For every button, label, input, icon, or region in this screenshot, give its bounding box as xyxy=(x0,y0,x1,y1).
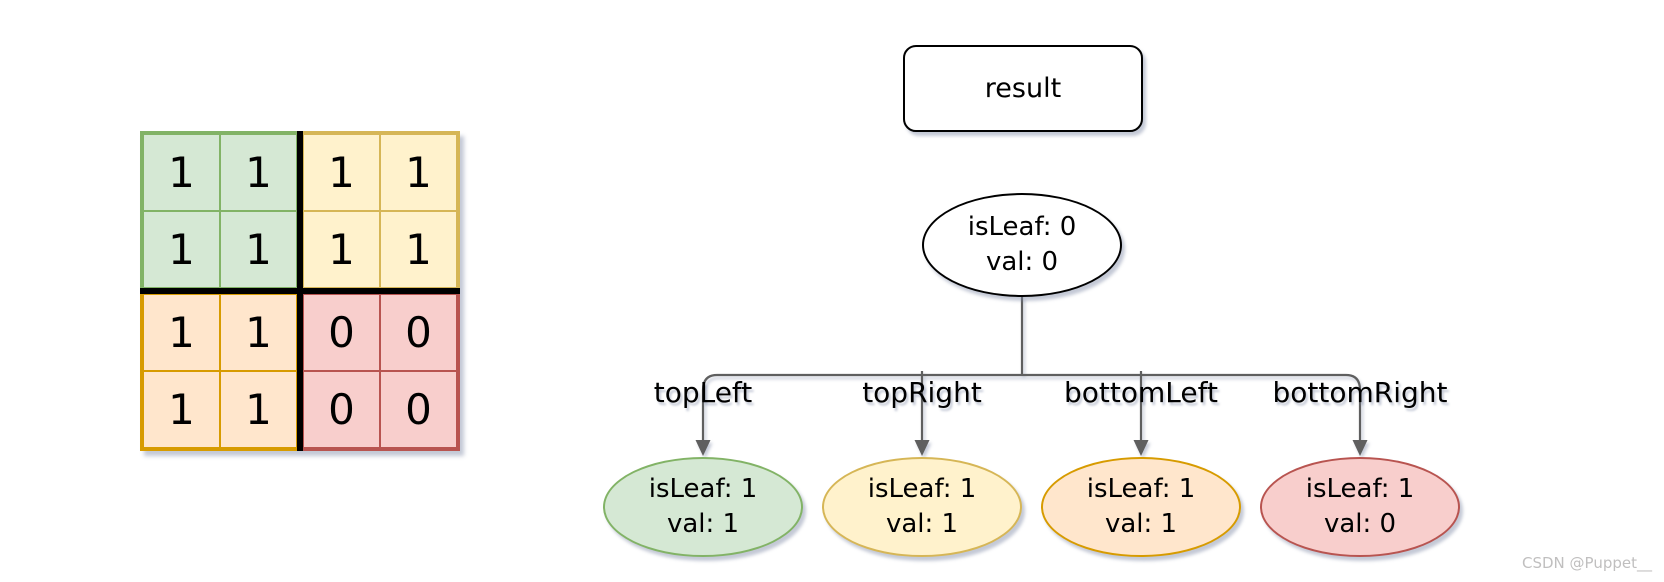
result-node: result xyxy=(903,45,1143,132)
grid-cell: 1 xyxy=(143,371,220,448)
grid-cell: 0 xyxy=(303,371,380,448)
grid-cell: 0 xyxy=(380,371,457,448)
tree-root-node: isLeaf: 0 val: 0 xyxy=(922,193,1122,297)
child-node-bottomleft: isLeaf: 1 val: 1 xyxy=(1041,457,1241,557)
root-val-text: val: 0 xyxy=(985,247,1059,277)
child-val-text: val: 1 xyxy=(885,509,959,539)
grid-quadrant-bottomright: 0 0 0 0 xyxy=(300,291,460,451)
watermark: CSDN @Puppet__ xyxy=(1522,554,1652,572)
grid-cell: 0 xyxy=(380,294,457,371)
grid-cell: 1 xyxy=(220,211,297,288)
grid-quadrant-topleft: 1 1 1 1 xyxy=(140,131,300,291)
child-isleaf-text: isLeaf: 1 xyxy=(648,474,758,504)
arrowhead-topleft xyxy=(695,440,711,456)
edge-label-topleft: topLeft xyxy=(653,376,753,409)
edge-label-bottomleft: bottomLeft xyxy=(1064,376,1218,409)
root-isleaf-text: isLeaf: 0 xyxy=(967,212,1077,242)
child-val-text: val: 1 xyxy=(666,509,740,539)
matrix-grid: 1 1 1 1 1 1 1 1 1 1 1 1 0 0 0 0 xyxy=(140,131,460,451)
edge-label-bottomright: bottomRight xyxy=(1272,376,1448,409)
grid-cell: 1 xyxy=(303,211,380,288)
child-val-text: val: 0 xyxy=(1323,509,1397,539)
arrowhead-topright xyxy=(914,440,930,456)
child-isleaf-text: isLeaf: 1 xyxy=(1086,474,1196,504)
grid-cell: 1 xyxy=(143,294,220,371)
arrowhead-bottomleft xyxy=(1133,440,1149,456)
child-node-topright: isLeaf: 1 val: 1 xyxy=(822,457,1022,557)
grid-cell: 1 xyxy=(380,211,457,288)
grid-quadrant-bottomleft: 1 1 1 1 xyxy=(140,291,300,451)
child-node-topleft: isLeaf: 1 val: 1 xyxy=(603,457,803,557)
grid-cell: 1 xyxy=(143,211,220,288)
grid-cell: 1 xyxy=(220,134,297,211)
grid-cell: 1 xyxy=(220,371,297,448)
grid-cell: 1 xyxy=(143,134,220,211)
result-label: result xyxy=(984,73,1062,104)
grid-cell: 1 xyxy=(303,134,380,211)
arrowhead-bottomright xyxy=(1352,440,1368,456)
child-isleaf-text: isLeaf: 1 xyxy=(867,474,977,504)
edge-label-topright: topRight xyxy=(862,376,982,409)
child-val-text: val: 1 xyxy=(1104,509,1178,539)
grid-quadrant-topright: 1 1 1 1 xyxy=(300,131,460,291)
grid-cell: 1 xyxy=(380,134,457,211)
child-isleaf-text: isLeaf: 1 xyxy=(1305,474,1415,504)
grid-divider-horizontal xyxy=(140,288,460,294)
grid-cell: 0 xyxy=(303,294,380,371)
child-node-bottomright: isLeaf: 1 val: 0 xyxy=(1260,457,1460,557)
grid-cell: 1 xyxy=(220,294,297,371)
